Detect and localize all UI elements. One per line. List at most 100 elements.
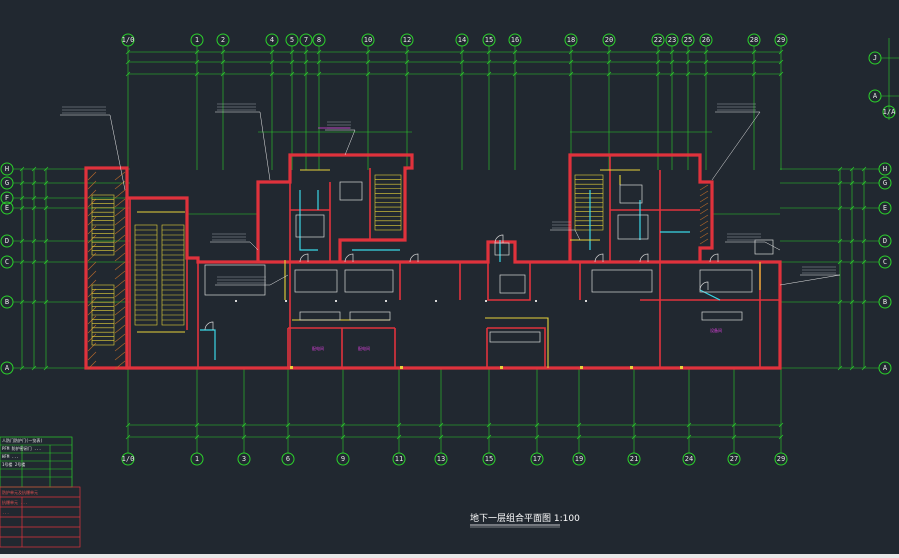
axis-bubble-bottom: 19 [572, 452, 586, 466]
axis-label: 10 [364, 36, 372, 44]
axis-label: B [5, 298, 9, 306]
axis-label: 29 [777, 36, 785, 44]
axis-bubble-left: G [0, 176, 14, 190]
axis-bubble-far-right: A [868, 89, 882, 103]
lower-rooms-walls [287, 327, 396, 368]
axis-bubble-right: D [878, 234, 892, 248]
axis-bubble-top: 10 [361, 33, 375, 47]
left-stair-shaft [84, 166, 129, 370]
drawing-title-text: 地下一层组合平面图 1:100 [470, 512, 580, 524]
axis-label: 17 [533, 455, 541, 463]
axis-bubble-left: D [0, 234, 14, 248]
axis-label: 7 [304, 36, 308, 44]
middle-block-wall [487, 262, 531, 301]
legend-row-red: 抗爆单元 ... [2, 499, 28, 505]
hatch-zones [87, 171, 709, 370]
axis-label: 8 [317, 36, 321, 44]
status-bar [0, 554, 899, 558]
room-label: 配电间 [358, 345, 370, 351]
axis-label: 29 [777, 455, 785, 463]
axis-bubble-bottom: 24 [682, 452, 696, 466]
axis-label: 15 [485, 36, 493, 44]
axis-label: 18 [567, 36, 575, 44]
axis-bubble-bottom: 1 [190, 452, 204, 466]
axis-label: A [883, 364, 888, 372]
axis-bubble-bottom: 3 [237, 452, 251, 466]
axis-label: 22 [654, 36, 662, 44]
axis-label: D [5, 237, 9, 245]
axis-bubble-top: 23 [665, 33, 679, 47]
annotation-notes [60, 103, 841, 286]
axis-bubble-top: 8 [312, 33, 326, 47]
axis-label: 4 [270, 36, 274, 44]
legend-table: 人防门防护门(一览表) PFM 防护密闭门 ... HFM ... 1号楼 2号… [0, 436, 81, 548]
axis-label: 1/A [883, 108, 896, 116]
axis-label: 9 [341, 455, 345, 463]
axis-bubble-bottom: 11 [392, 452, 406, 466]
axis-label: 1 [195, 36, 199, 44]
axis-label: 1 [195, 455, 199, 463]
axis-label: D [883, 237, 887, 245]
axis-bubble-right: E [878, 201, 892, 215]
legend-row-red: ... [2, 510, 9, 515]
axis-label: 14 [458, 36, 466, 44]
pipes [200, 169, 761, 368]
axis-bubble-top: 15 [482, 33, 496, 47]
axis-label: 2 [221, 36, 225, 44]
axis-label: 19 [575, 455, 583, 463]
axis-bubble-top: 5 [285, 33, 299, 47]
room-labels: 配电间 配电间 设备间 [312, 327, 722, 351]
axis-label: 15 [485, 455, 493, 463]
axis-bubble-left: E [0, 201, 14, 215]
axis-label: 1/0 [122, 455, 135, 463]
axis-bubble-right: B [878, 295, 892, 309]
axis-bubble-left: C [0, 255, 14, 269]
axis-label: 16 [511, 36, 519, 44]
vertical-grid-lines [127, 38, 890, 453]
interior-partitions [197, 262, 780, 368]
axis-label: 1/0 [122, 36, 135, 44]
horizontal-grid-lines [13, 57, 899, 369]
axis-bubble-top: 28 [747, 33, 761, 47]
axis-bubble-bottom: 9 [336, 452, 350, 466]
axis-label: 28 [750, 36, 758, 44]
axis-label: F [5, 194, 9, 202]
axis-label: 12 [403, 36, 411, 44]
stairs [91, 174, 604, 346]
right-core-wall [568, 153, 714, 262]
axis-label: C [5, 258, 9, 266]
axis-label: J [873, 54, 877, 62]
axis-label: G [5, 179, 9, 187]
axis-bubble-top: 2 [216, 33, 230, 47]
axis-bubble-top: 16 [508, 33, 522, 47]
axis-label: G [883, 179, 887, 187]
axis-bubble-right: H [878, 162, 892, 176]
axis-label: 21 [630, 455, 638, 463]
legend-row: 人防门防护门(一览表) [2, 437, 43, 443]
axis-bubble-right: A [878, 361, 892, 375]
left-core-partitions [289, 168, 371, 262]
axis-bubble-bottom: 15 [482, 452, 496, 466]
axis-bubble-bottom: 13 [434, 452, 448, 466]
axis-bubble-bottom: 1/0 [121, 452, 135, 466]
axis-bubble-top: 12 [400, 33, 414, 47]
axis-label: 24 [685, 455, 693, 463]
drawing-title: 地下一层组合平面图 1:100 [470, 512, 580, 528]
axis-bubble-right: C [878, 255, 892, 269]
axis-bubble-top: 26 [699, 33, 713, 47]
axis-bubble-left: H [0, 162, 14, 176]
axis-bubble-bottom: 21 [627, 452, 641, 466]
axis-bubble-top: 7 [299, 33, 313, 47]
axis-bubble-left: B [0, 295, 14, 309]
axis-label: 26 [702, 36, 710, 44]
axis-label: 13 [437, 455, 445, 463]
right-core-partitions [609, 155, 700, 262]
axis-label: 11 [395, 455, 403, 463]
axis-bubble-far-right: J [868, 51, 882, 65]
room-label: 配电间 [312, 345, 324, 351]
axis-label: 23 [668, 36, 676, 44]
axis-bubble-top: 22 [651, 33, 665, 47]
dimension-chains [19, 49, 867, 440]
